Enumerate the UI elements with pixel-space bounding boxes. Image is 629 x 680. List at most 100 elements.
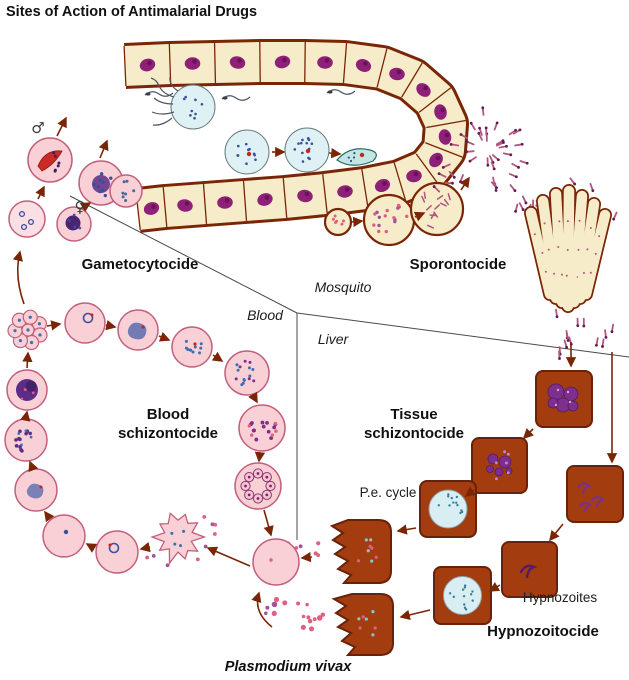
flow-arrow: [44, 510, 55, 523]
label-sporontocide: Sporontocide: [410, 256, 507, 273]
merozoite: [212, 532, 217, 536]
flow-arrow: [522, 428, 534, 440]
merozoite: [306, 615, 311, 620]
merozoite: [301, 614, 306, 619]
macrogamete: [224, 129, 270, 175]
flow-arrow-curved: [251, 591, 273, 628]
rbc-schizont: [238, 404, 286, 452]
rbc-ring-stage: [64, 302, 106, 344]
rbc-newly-invaded: [252, 538, 300, 586]
cell-border: [123, 45, 127, 87]
cell-border: [213, 42, 217, 84]
label-gametocytocide: Gametocytocide: [82, 256, 199, 273]
mature-oocyst: [409, 181, 465, 237]
flow-arrow: [105, 320, 117, 331]
label-hypnozoites: Hypnozoites: [523, 590, 598, 605]
merozoite: [320, 612, 326, 617]
flow-arrow: [464, 486, 477, 497]
flow-arrow: [79, 202, 92, 213]
cell-border: [415, 153, 441, 187]
merozoite: [265, 605, 270, 610]
free-microgamete: [326, 89, 356, 95]
male-symbol: ♂: [31, 119, 44, 137]
flow-arrow: [35, 185, 45, 200]
flow-arrow: [158, 331, 171, 342]
microgamete-flagellum: [153, 97, 174, 105]
flow-arrow: [28, 460, 39, 473]
liver-stages: [264, 370, 624, 656]
rbc-early-schizont: [224, 350, 270, 396]
gametocytes: [8, 137, 143, 242]
cell-border: [342, 43, 348, 83]
rupturing-liver-schizont: [329, 519, 392, 584]
flow-arrow: [56, 116, 67, 137]
label-blood-schizontocide-line2: schizontocide: [118, 425, 218, 442]
rbc-early-trophozoite: [42, 514, 86, 558]
merozoite: [305, 602, 309, 607]
flow-arrow: [263, 509, 274, 537]
hypnozoite: [519, 564, 538, 579]
rbc-developing-trophozoite: [171, 326, 213, 368]
mosquito-midgut-wall: [123, 39, 469, 233]
merozoite: [264, 611, 268, 616]
cell-border: [418, 87, 452, 113]
flow-arrow: [46, 320, 62, 331]
hypnozoite: [576, 482, 592, 495]
merozoite: [313, 551, 318, 556]
microgamete-flagellum: [151, 111, 175, 115]
label-region-blood: Blood: [247, 307, 284, 323]
label-pe-cycle: P.e. cycle: [360, 485, 417, 500]
merozoite: [273, 596, 280, 603]
microgamete-flagellum: [150, 77, 175, 98]
flow-arrow: [300, 551, 313, 563]
merozoite: [145, 555, 150, 560]
label-tissue-schizontocide-line2: schizontocide: [364, 425, 464, 442]
merozoite: [312, 617, 317, 622]
mature-tissue-schizont: [428, 489, 468, 529]
cell-border: [426, 119, 466, 129]
flow-arrow: [85, 543, 98, 553]
merozoite: [316, 615, 323, 621]
flow-arrow: [22, 351, 33, 369]
merozoite: [307, 618, 313, 624]
cell-border: [425, 142, 463, 158]
free-microgamete: [221, 95, 251, 101]
young-oocyst: [323, 207, 353, 237]
label-region-liver: Liver: [318, 331, 350, 347]
gametocyte: [109, 174, 143, 208]
divider-line: [296, 312, 629, 358]
labels: Sites of Action of Antimalarial Drugs ♂ …: [6, 4, 599, 675]
flow-arrow: [396, 524, 417, 535]
cell-border: [393, 162, 407, 202]
label-region-mosquito: Mosquito: [315, 279, 372, 295]
rupturing-rbc: [150, 512, 207, 566]
flow-arrow: [211, 351, 224, 362]
merozoite: [151, 553, 156, 558]
flow-arrows: [12, 116, 618, 628]
label-hypnozoitocide: Hypnozoitocide: [487, 623, 599, 640]
merozoite: [300, 624, 306, 630]
flow-arrow: [488, 581, 501, 592]
cell-border: [282, 178, 288, 218]
merozoite: [165, 563, 170, 568]
flow-arrow-curved: [12, 250, 25, 305]
cell-border: [242, 181, 248, 221]
merozoite: [195, 557, 200, 562]
flow-arrow: [254, 451, 266, 463]
oocysts: [323, 181, 465, 247]
mature-tissue-schizont: [443, 576, 482, 615]
microgamete-flagellum: [169, 76, 179, 92]
label-blood-schizontocide-line1: Blood: [147, 406, 190, 423]
flow-arrow: [399, 609, 431, 620]
flow-arrow: [549, 523, 564, 542]
salivary-gland: [524, 184, 612, 313]
merozoite: [202, 515, 207, 519]
cell-border: [361, 169, 369, 209]
rupturing-relapse-schizont: [331, 593, 394, 656]
hypnozoite: [578, 501, 593, 513]
merozoite: [271, 610, 277, 616]
merozoite: [316, 541, 321, 546]
page-title: Sites of Action of Antimalarial Drugs: [6, 4, 257, 20]
exflagellating-gamete: [170, 84, 216, 130]
merozoite: [282, 600, 288, 606]
